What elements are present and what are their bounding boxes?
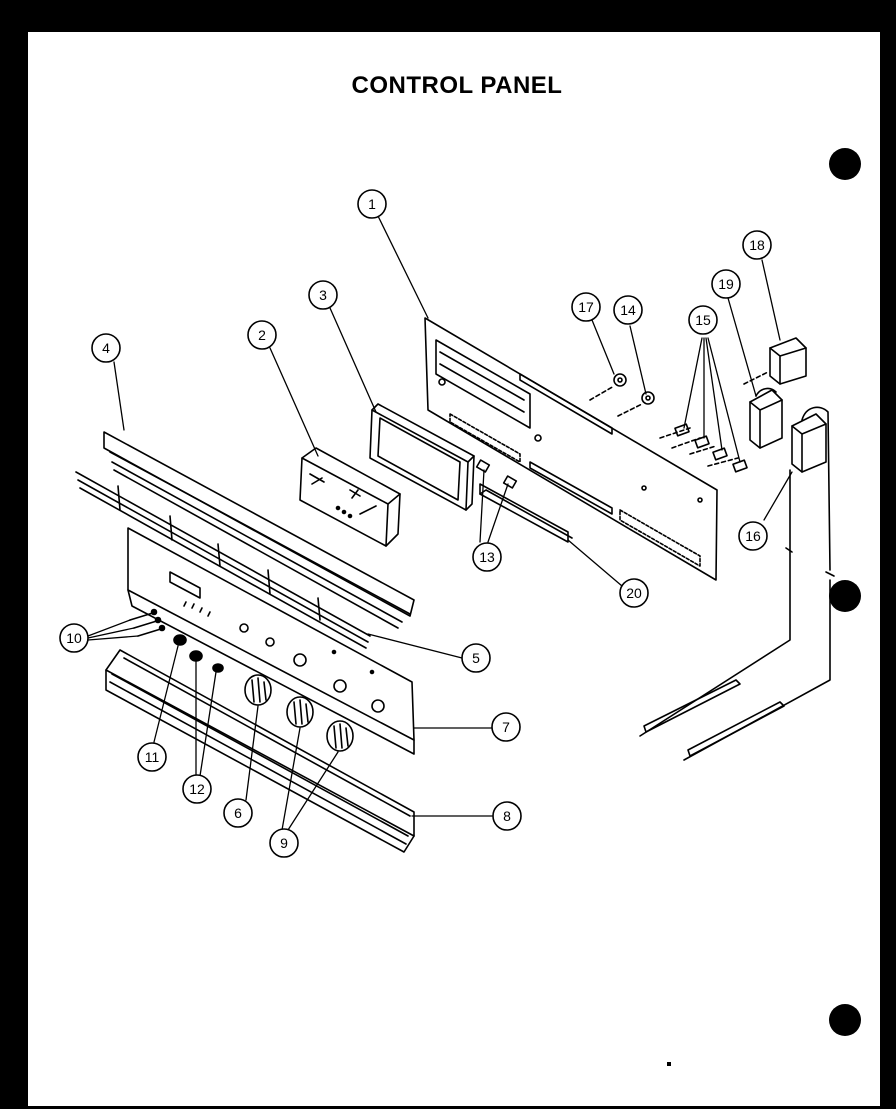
callout-label: 5 bbox=[472, 650, 480, 666]
screws-part bbox=[129, 608, 166, 637]
callout-7: 7 bbox=[491, 712, 521, 742]
leader-lines bbox=[87, 215, 793, 831]
callout-label: 11 bbox=[145, 749, 160, 765]
diagram-title: CONTROL PANEL bbox=[351, 72, 563, 99]
callout-label: 2 bbox=[258, 327, 266, 343]
callout-label: 1 bbox=[368, 196, 376, 212]
callout-10: 10 bbox=[59, 623, 89, 653]
callout-label: 12 bbox=[189, 781, 205, 797]
binder-hole bbox=[829, 148, 861, 180]
binder-hole bbox=[829, 1004, 861, 1036]
diagram-sheet bbox=[28, 32, 880, 1106]
callout-19: 19 bbox=[711, 269, 741, 299]
callout-label: 4 bbox=[102, 340, 110, 356]
grommets-part bbox=[589, 373, 655, 417]
callout-3: 3 bbox=[308, 280, 338, 310]
callout-16: 16 bbox=[738, 521, 768, 551]
callout-4: 4 bbox=[91, 333, 121, 363]
connectors-part bbox=[659, 423, 748, 473]
callout-label: 8 bbox=[503, 808, 511, 824]
callout-1: 1 bbox=[357, 189, 387, 219]
callout-label: 6 bbox=[234, 805, 242, 821]
callout-label: 7 bbox=[502, 719, 510, 735]
callout-11: 11 bbox=[137, 742, 167, 772]
top-trim-part bbox=[103, 431, 415, 629]
callout-label: 10 bbox=[66, 630, 82, 646]
bottom-trim-part bbox=[105, 649, 415, 853]
callout-label: 3 bbox=[319, 287, 327, 303]
callout-5: 5 bbox=[461, 643, 491, 673]
callout-14: 14 bbox=[613, 295, 643, 325]
callout-17: 17 bbox=[571, 292, 601, 322]
callout-label: 16 bbox=[745, 528, 761, 544]
switch-bracket-part bbox=[475, 459, 573, 543]
main-panel-part bbox=[424, 317, 718, 581]
callout-9: 9 bbox=[269, 828, 299, 858]
callout-label: 15 bbox=[695, 312, 711, 328]
window-frame-part bbox=[369, 403, 475, 511]
callout-label: 14 bbox=[620, 302, 636, 318]
callout-8: 8 bbox=[492, 801, 522, 831]
callout-label: 20 bbox=[626, 585, 642, 601]
transformer-part bbox=[749, 387, 783, 449]
knobs-part bbox=[244, 674, 354, 752]
callout-label: 17 bbox=[578, 299, 594, 315]
front-panel-part bbox=[127, 527, 415, 755]
callout-label: 9 bbox=[280, 835, 288, 851]
callout-label: 19 bbox=[718, 276, 734, 292]
callout-label: 18 bbox=[749, 237, 765, 253]
relay-box-part bbox=[743, 337, 807, 385]
speck bbox=[667, 1062, 671, 1066]
callout-13: 13 bbox=[472, 542, 502, 572]
callout-label: 13 bbox=[479, 549, 495, 565]
callout-2: 2 bbox=[247, 320, 277, 350]
binder-hole bbox=[829, 580, 861, 612]
callout-15: 15 bbox=[688, 305, 718, 335]
sensor-part bbox=[639, 406, 835, 761]
callout-18: 18 bbox=[742, 230, 772, 260]
clock-module-part bbox=[299, 447, 401, 547]
callout-6: 6 bbox=[223, 798, 253, 828]
callout-20: 20 bbox=[619, 578, 649, 608]
callout-12: 12 bbox=[182, 774, 212, 804]
wiring-harness-part bbox=[75, 471, 371, 649]
